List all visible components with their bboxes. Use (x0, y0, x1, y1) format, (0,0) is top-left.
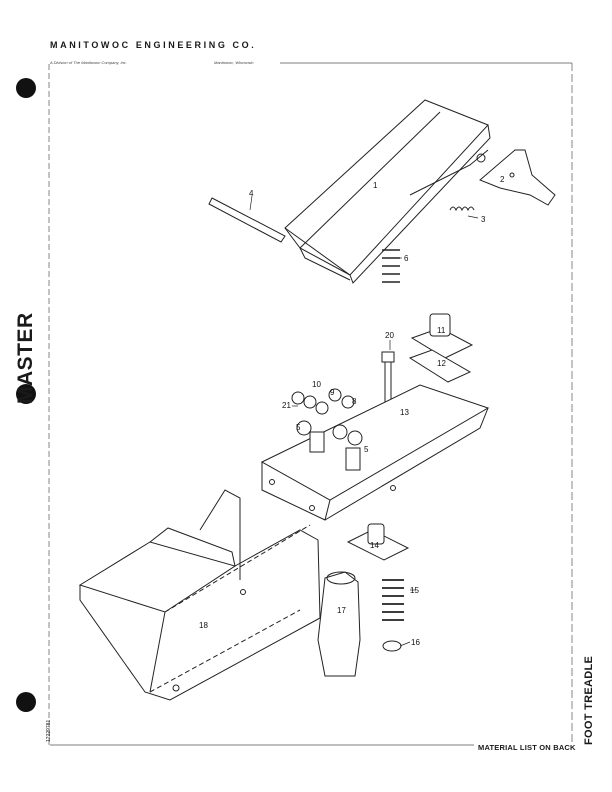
punch-hole-middle (16, 384, 36, 404)
spring-part-15 (382, 579, 404, 621)
punch-hole-top (16, 78, 36, 98)
callout-20: 20 (385, 331, 394, 340)
callout-2: 2 (500, 175, 505, 184)
hinge-assembly (291, 388, 363, 471)
callout-10: 10 (312, 380, 321, 389)
spring-part-6 (382, 249, 400, 283)
callout-17: 17 (337, 606, 346, 615)
callout-1: 1 (373, 181, 378, 190)
base-plate-part-13 (260, 384, 490, 521)
callout-14: 14 (370, 541, 379, 550)
callout-labels: 1 2 3 4 5 5 6 8 9 10 11 12 13 14 15 16 1… (199, 175, 505, 647)
plate-part-12 (408, 349, 472, 383)
latch-bracket-part-2 (479, 149, 556, 206)
treadle-frame-part-18 (78, 489, 321, 701)
spring-part-3 (449, 206, 475, 212)
callout-13: 13 (400, 408, 409, 417)
block-part-14 (346, 523, 410, 561)
callout-21: 21 (282, 401, 291, 410)
leader-lines (249, 195, 479, 647)
callout-16: 16 (411, 638, 420, 647)
pedal-plate-part-1 (284, 99, 491, 284)
callout-3: 3 (481, 215, 486, 224)
pin-part-4 (208, 197, 286, 243)
washer-part-16 (382, 640, 402, 652)
callout-5a: 5 (296, 423, 301, 432)
punch-hole-bottom (16, 692, 36, 712)
callout-12: 12 (437, 359, 446, 368)
callout-15: 15 (410, 586, 419, 595)
location-line: Manitowoc, Wisconsin (214, 60, 254, 65)
valve-body-part-17 (317, 571, 361, 677)
block-part-11 (410, 313, 474, 359)
callout-11: 11 (437, 326, 446, 335)
callout-18: 18 (199, 621, 208, 630)
page-frame (48, 62, 573, 746)
callout-5b: 5 (364, 445, 369, 454)
footer-note: MATERIAL LIST ON BACK (478, 743, 576, 752)
company-name: MANITOWOC ENGINEERING CO. (50, 40, 257, 50)
callout-4: 4 (249, 189, 254, 198)
callout-9: 9 (330, 388, 335, 397)
callout-6: 6 (404, 254, 409, 263)
callout-8: 8 (352, 397, 357, 406)
division-line: A Division of The Manitowoc Company, Inc… (50, 60, 127, 65)
